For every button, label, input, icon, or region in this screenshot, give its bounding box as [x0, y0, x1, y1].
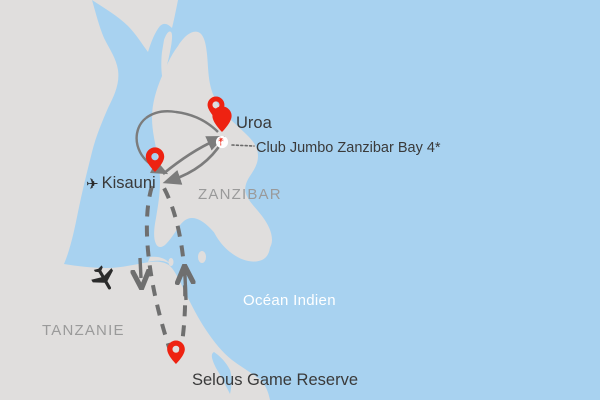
landmass-tanzania [0, 0, 270, 400]
landmass-coastal-notch [148, 256, 170, 264]
map-pin-icon[interactable] [167, 340, 185, 364]
landmass-river-detail [211, 352, 232, 394]
route-selous-kisauni-flight-arrow [185, 276, 186, 301]
marker-selous-game-reserve[interactable] [167, 340, 185, 364]
route-road-northeast-branch [145, 110, 219, 133]
airplane-route-glyph [91, 265, 113, 290]
landmass-offshore-islet-small [168, 258, 174, 266]
marker-club-jumbo-zanzibar-bay[interactable] [212, 106, 232, 149]
hotel-label-leader-line [231, 144, 255, 147]
route-kisauni-selous-flight [144, 185, 174, 357]
map-pin-icon[interactable] [145, 147, 165, 172]
landmass-zanzibar-southeast-lobe [209, 205, 270, 262]
marker-kisauni[interactable] [145, 147, 165, 172]
route-kisauni-selous-flight-arrow [140, 257, 141, 278]
landmass-zanzibar-northwest-spit [161, 31, 173, 80]
palm-tree-icon [218, 137, 224, 146]
marker-icon-disc [215, 135, 229, 149]
landmass-offshore-islet [198, 251, 206, 263]
landmass-north-tip [92, 0, 178, 52]
map-pin-icon[interactable] [212, 106, 232, 132]
